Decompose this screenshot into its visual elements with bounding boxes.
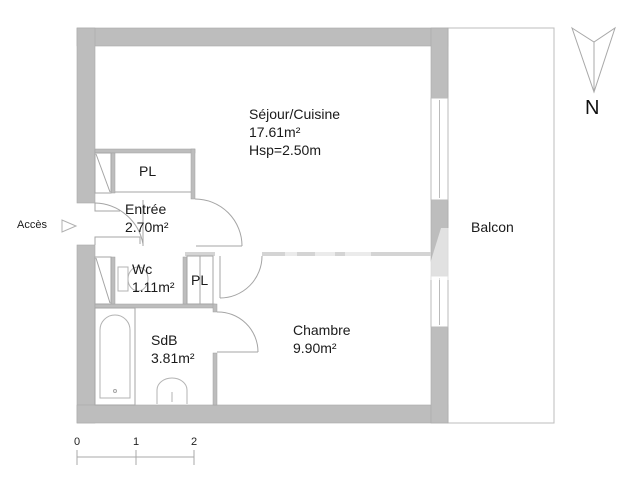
scale-bar (76, 450, 195, 465)
access-label: Accès (17, 219, 47, 231)
windows (430, 97, 449, 328)
fixture-lines (94, 152, 263, 406)
room-area: 2.70m² (125, 219, 169, 235)
room-label-entree: Entrée 2.70m² (125, 200, 169, 236)
room-area: 9.90m² (293, 340, 337, 356)
scale-tick-0: 0 (74, 436, 81, 448)
room-height: Hsp=2.50m (249, 142, 321, 158)
compass-north-label: N (585, 97, 600, 119)
balcony-outline (447, 27, 555, 424)
room-area: 17.61m² (249, 124, 301, 140)
room-label-balcon: Balcon (471, 219, 514, 235)
room-label-wc: Wc 1.11m² (132, 260, 175, 296)
closet-label-entree: PL (139, 163, 157, 179)
room-name: Chambre (293, 322, 351, 338)
room-area: 1.11m² (132, 279, 175, 295)
scale-tick-2: 2 (191, 436, 198, 448)
room-label-sdb: SdB 3.81m² (151, 331, 195, 367)
room-name: Séjour/Cuisine (249, 106, 341, 122)
room-name: Wc (132, 261, 153, 277)
room-label-chambre: Chambre 9.90m² (293, 321, 351, 357)
scale-tick-1: 1 (133, 436, 140, 448)
compass-icon (571, 26, 616, 94)
closet-label-wc: PL (191, 272, 209, 288)
room-name: Entrée (125, 201, 167, 217)
access-arrow-icon (61, 219, 78, 233)
room-label-sejour: Séjour/Cuisine 17.61m² Hsp=2.50m (249, 105, 340, 159)
room-area: 3.81m² (151, 350, 195, 366)
room-name: SdB (151, 332, 178, 348)
watermark (285, 228, 450, 280)
